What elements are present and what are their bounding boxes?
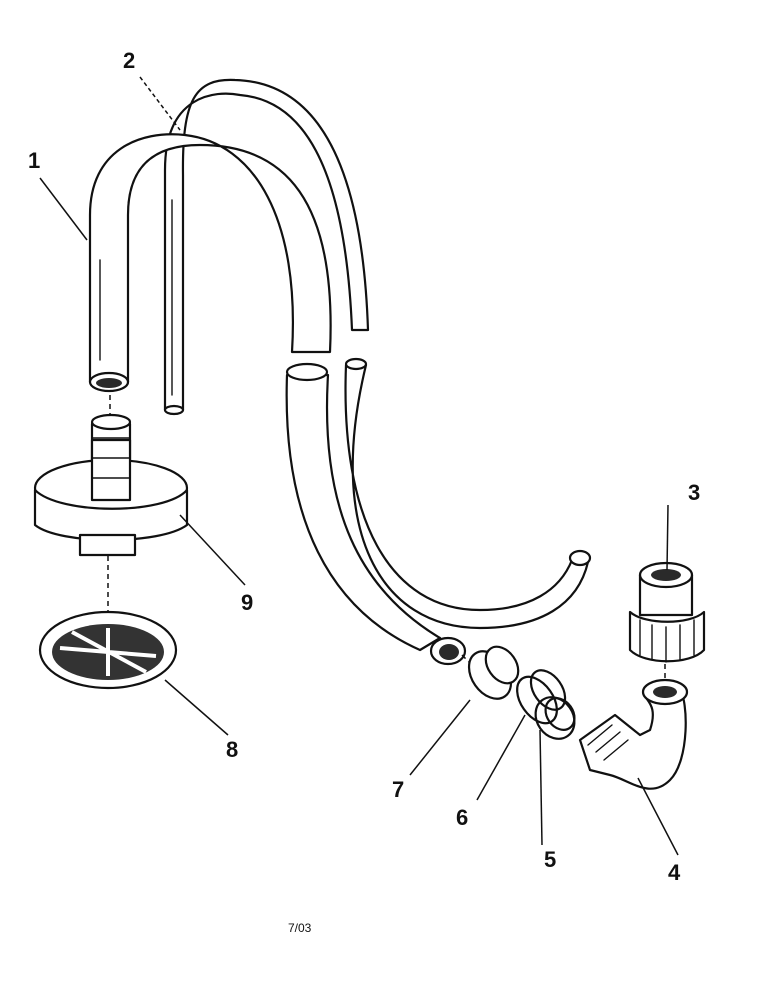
hose-2-lower	[344, 357, 592, 630]
leader-9	[179, 514, 246, 586]
callout-8: 8	[226, 737, 238, 762]
ring-5	[534, 696, 576, 740]
collar-7	[461, 645, 520, 700]
elbow-fitting-4	[578, 655, 689, 790]
callout-7: 7	[392, 777, 404, 802]
leader-1	[39, 177, 88, 241]
clamp-ring-6	[516, 669, 567, 725]
callout-6: 6	[456, 805, 468, 830]
hose-2-upper	[163, 78, 370, 416]
strainer-screen-8	[38, 610, 178, 690]
leader-5	[539, 729, 543, 846]
callout-5: 5	[544, 847, 556, 872]
leader-8	[164, 679, 229, 736]
callout-4: 4	[668, 860, 681, 885]
leader-6	[476, 714, 526, 801]
leader-3	[666, 504, 669, 571]
threaded-nut-3	[628, 561, 706, 663]
connector-flange-9	[33, 395, 189, 557]
callout-1: 1	[28, 148, 40, 173]
hose-1-lower	[285, 362, 467, 666]
callout-9: 9	[241, 590, 253, 615]
callout-2: 2	[123, 48, 135, 73]
footer-code: 7/03	[288, 921, 312, 935]
leader-2	[139, 76, 181, 131]
hose-1-upper	[88, 133, 332, 393]
callout-3: 3	[688, 480, 700, 505]
leader-lines	[39, 76, 679, 856]
leader-4	[637, 777, 679, 856]
leader-7	[409, 699, 471, 776]
